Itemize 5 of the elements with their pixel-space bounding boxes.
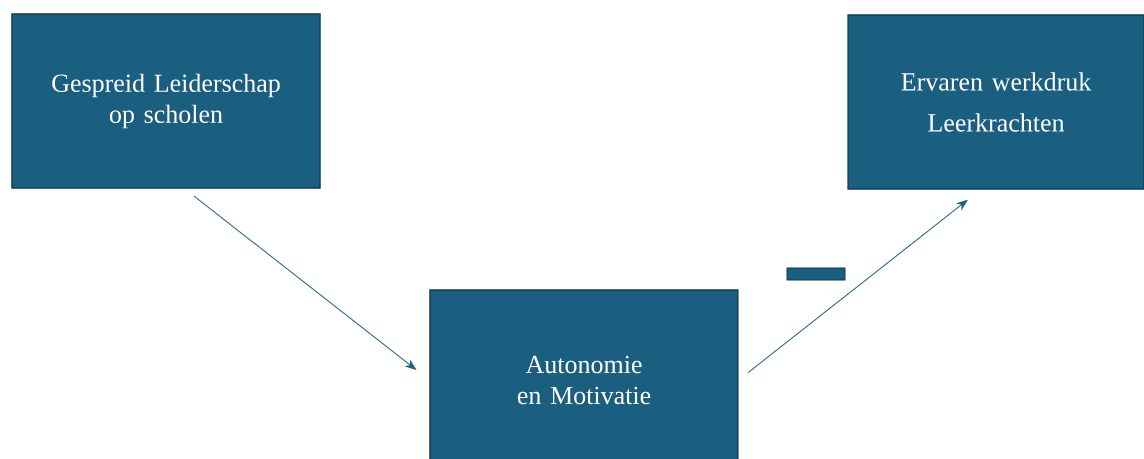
process-box: Gespreid Leiderschap op scholen (11, 13, 321, 189)
arrow (193, 195, 417, 370)
process-box: Autonomie en Motivatie (429, 289, 739, 459)
process-box: Ervaren werkdruk Leerkrachten (847, 14, 1144, 190)
arrow (747, 200, 968, 374)
